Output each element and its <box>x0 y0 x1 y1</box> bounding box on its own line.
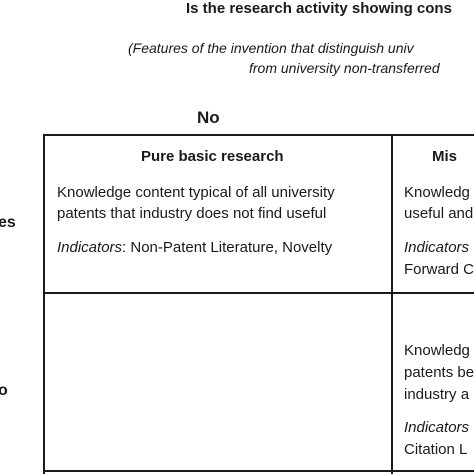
indicators-label: Indicators <box>404 419 470 436</box>
cell-right-indicators-value: Forward C <box>404 261 474 278</box>
diagram-subtitle-line2: from university non-transferred <box>249 60 440 76</box>
diagram-title: Is the research activity showing cons <box>186 0 452 17</box>
cell-bottom-left-empty <box>45 294 391 470</box>
cell-bottom-right-description-line3: industry a <box>404 386 470 403</box>
grid-left-border <box>43 134 45 474</box>
cell-bottom-right-indicators-label: Indicators <box>404 419 469 436</box>
row-label-yes: es <box>0 214 16 231</box>
grid-row-divider <box>43 292 474 294</box>
cell-right-indicators-label: Indicators <box>404 239 469 256</box>
row-label-no: o <box>0 382 8 399</box>
cell-bottom-right-description-line2: patents be <box>404 364 474 381</box>
cell-bottom-right-indicators-value: Citation L <box>404 441 468 458</box>
grid-middle-divider <box>391 134 393 474</box>
grid-bottom-border <box>43 470 474 472</box>
indicators-value: : Non-Patent Literature, Novelty <box>122 239 333 256</box>
cell-right-description-line2: useful and <box>404 205 474 222</box>
cell-bottom-right-description-line1: Knowledg <box>404 342 470 359</box>
grid-top-border <box>43 134 474 136</box>
cell-heading-right: Mis <box>432 148 458 165</box>
indicators-label: Indicators <box>404 239 470 256</box>
cell-description-line2: patents that industry does not find usef… <box>57 205 327 222</box>
column-label-no: No <box>197 108 220 127</box>
cell-right-description-line1: Knowledg <box>404 184 470 201</box>
diagram-subtitle-line1: (Features of the invention that distingu… <box>128 40 414 56</box>
cell-heading-pure-basic-research: Pure basic research <box>141 148 284 165</box>
cell-description-line1: Knowledge content typical of all univers… <box>57 184 335 201</box>
indicators-label: Indicators <box>57 239 123 256</box>
cell-indicators: Indicators: Non-Patent Literature, Novel… <box>57 239 332 256</box>
